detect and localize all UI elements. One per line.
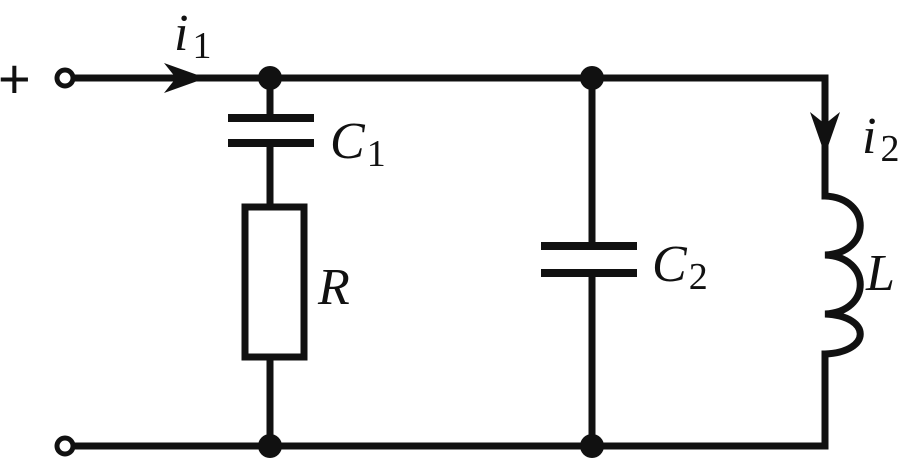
resistor-body (241, 203, 308, 361)
junction-dot-top-right (580, 66, 604, 90)
resistor-label: R (317, 259, 350, 316)
input-terminal-bottom (54, 435, 76, 457)
current-i1-subscript: 1 (192, 25, 211, 67)
inductor-label: L (865, 245, 895, 302)
capacitor-1-symbol: C (330, 113, 366, 170)
capacitor-1-label: C1 (330, 113, 386, 175)
capacitor-1-subscript: 1 (367, 133, 386, 175)
junction-dot-top-left (258, 66, 282, 90)
capacitor-2-label: C2 (652, 236, 708, 298)
terminal-polarity-label: + (0, 47, 31, 110)
current-arrow-i2 (810, 112, 840, 155)
current-arrow-i1 (164, 63, 206, 93)
junction-dot-bottom-left (258, 434, 282, 458)
current-i2-subscript: 2 (880, 128, 899, 170)
capacitor-2-symbol: C (652, 236, 688, 293)
capacitor-2-subscript: 2 (689, 256, 708, 298)
input-terminal-top (54, 67, 76, 89)
current-i1-symbol: i (174, 5, 188, 62)
junction-dot-bottom-right (580, 434, 604, 458)
inductor-coil (821, 192, 864, 358)
current-i2-symbol: i (862, 108, 876, 165)
